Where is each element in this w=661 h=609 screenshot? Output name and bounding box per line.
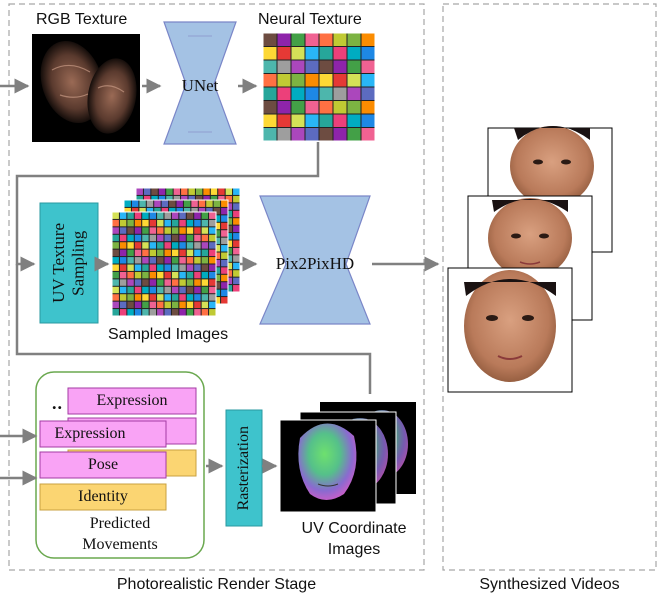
unet-label: UNet <box>181 76 219 95</box>
pose-box <box>39 451 167 479</box>
ellipsis-mark: .. <box>52 393 63 413</box>
rgb-texture-label: RGB Texture <box>36 11 128 28</box>
identity-label: Identity <box>78 488 128 505</box>
videos-stage-border <box>442 3 657 571</box>
connector-uv-sampling <box>15 264 372 394</box>
uv-coordinate-line1: UV Coordinate <box>301 520 407 537</box>
render-stage-caption: Photorealistic Render Stage <box>116 576 317 593</box>
sampled-images-stack <box>111 187 241 317</box>
pose-label: Pose <box>87 456 119 473</box>
predicted-movements-container <box>35 371 205 559</box>
uv-coordinate-line2: Images <box>327 541 381 558</box>
arrow-neural-sampling <box>15 142 320 272</box>
pix2pixhd-shape <box>259 195 371 325</box>
uv-coordinate-images-stack <box>279 402 416 513</box>
rasterization-box <box>225 409 263 527</box>
predicted-movements-line2: Movements <box>82 536 158 553</box>
synthesized-videos-stack <box>447 126 613 393</box>
synthesized-videos-caption: Synthesized Videos <box>479 576 620 593</box>
identity-box <box>39 483 167 511</box>
neural-texture-label: Neural Texture <box>258 11 362 28</box>
uv-texture-sampling-label: UV Texture Sampling <box>40 203 98 323</box>
expression-back-label: Expression <box>96 392 168 409</box>
uv-texture-sampling-line1: UV Texture <box>49 223 69 303</box>
uv-texture-sampling-line2: Sampling <box>69 230 88 296</box>
neural-texture-image <box>262 32 376 142</box>
unet-shape <box>163 21 237 145</box>
uv-coordinate-label: UV Coordinate Images <box>288 518 420 560</box>
uv-texture-sampling-box <box>39 202 99 324</box>
rasterization-label-wrap: Rasterization <box>226 410 262 526</box>
predicted-movements-line1: Predicted <box>89 515 151 532</box>
expression-back-box <box>67 387 197 415</box>
predicted-movements-label: Predicted Movements <box>36 513 204 555</box>
expression-front-box <box>39 420 167 448</box>
rgb-texture-image <box>32 34 140 142</box>
expression-front-label: Expression <box>54 425 126 442</box>
rasterization-label: Rasterization <box>234 425 252 511</box>
sampled-images-label: Sampled Images <box>108 326 229 343</box>
pix2pixhd-label: Pix2PixHD <box>275 254 355 273</box>
